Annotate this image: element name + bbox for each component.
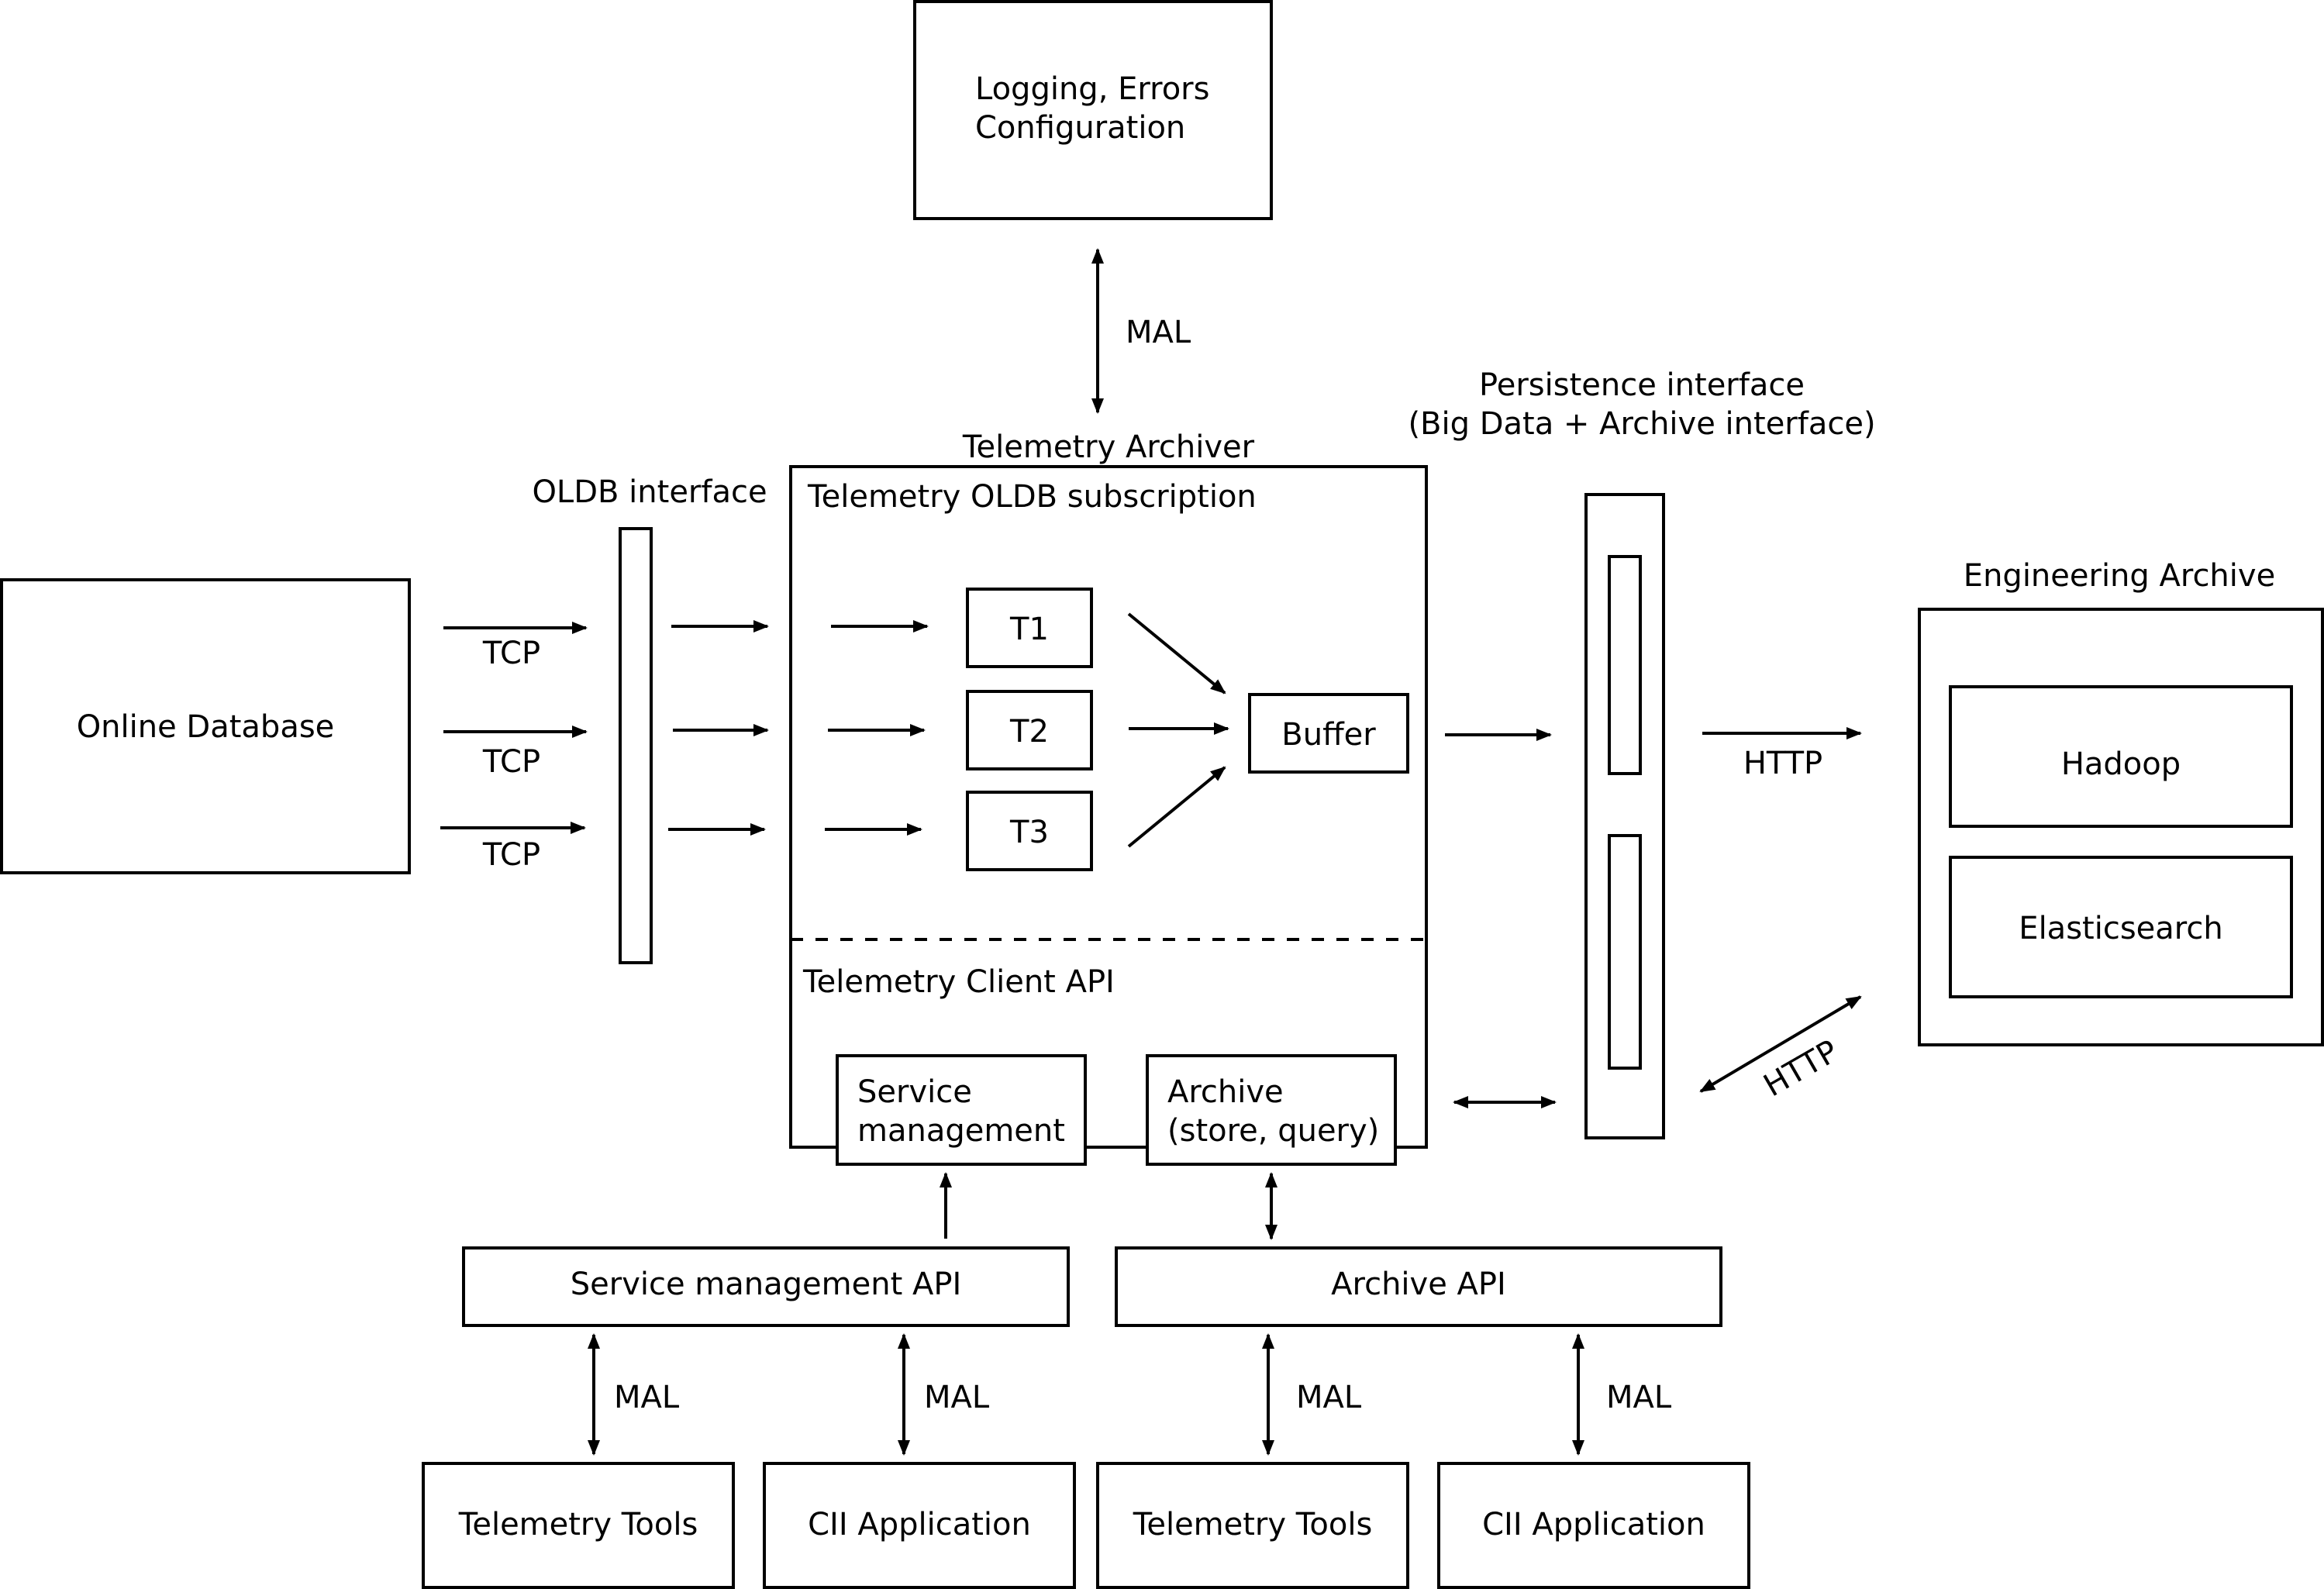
oldb-interface-label: OLDB interface	[532, 474, 767, 510]
http-label-2: HTTP	[1758, 1033, 1845, 1104]
oldb-subscription-label: Telemetry OLDB subscription	[807, 479, 1257, 515]
engineering-archive-title: Engineering Archive	[1964, 558, 2275, 594]
buffer-box	[1248, 693, 1409, 774]
buffer-arrow-1	[1127, 612, 1226, 695]
archive-store-query-line2: (store, query)	[1167, 1113, 1379, 1149]
http-arrow-return	[1699, 995, 1862, 1093]
mal-bottom-label-3: MAL	[1296, 1380, 1362, 1415]
cii-application-box-2	[1437, 1462, 1750, 1589]
thread-box-t1	[966, 588, 1093, 668]
telemetry-tools-label-2: Telemetry Tools	[1133, 1507, 1373, 1542]
persistence-inner-slot-1	[1608, 555, 1642, 775]
online-database-label: Online Database	[77, 709, 335, 745]
archive-api-label: Archive API	[1331, 1267, 1506, 1302]
telemetry-tools-box-1	[422, 1462, 735, 1589]
elasticsearch-label: Elasticsearch	[2019, 911, 2222, 946]
telemetry-tools-label-1: Telemetry Tools	[458, 1507, 698, 1542]
telemetry-archiver-title: Telemetry Archiver	[962, 429, 1255, 465]
persistence-inner-slot-2	[1608, 834, 1642, 1070]
thread-label-t1: T1	[1009, 612, 1049, 647]
oldb-interface-bar	[619, 527, 653, 964]
telemetry-archiver-box	[789, 465, 1428, 1149]
buffer-arrow-3	[1127, 766, 1226, 848]
client-api-label: Telemetry Client API	[802, 964, 1115, 1000]
service-management-api-box	[462, 1246, 1070, 1327]
service-management-line2: management	[857, 1113, 1065, 1149]
tcp-label-1: TCP	[482, 636, 540, 671]
hadoop-label: Hadoop	[2061, 746, 2181, 782]
online-database-box	[0, 578, 411, 874]
logging-label-line1: Logging, Errors	[975, 71, 1209, 107]
elasticsearch-box	[1949, 856, 2293, 998]
service-management-line1: Service	[857, 1074, 972, 1110]
buffer-label: Buffer	[1281, 717, 1376, 753]
cii-application-box-1	[763, 1462, 1076, 1589]
archive-store-query-line1: Archive	[1167, 1074, 1284, 1110]
mal-top-label: MAL	[1126, 315, 1191, 350]
http-label-1: HTTP	[1743, 746, 1822, 781]
thread-box-t2	[966, 690, 1093, 770]
mal-bottom-label-1: MAL	[614, 1380, 680, 1415]
telemetry-tools-box-2	[1096, 1462, 1409, 1589]
tcp-label-3: TCP	[482, 837, 540, 873]
persistence-label-line1: Persistence interface	[1479, 367, 1805, 403]
mal-bottom-label-4: MAL	[1606, 1380, 1672, 1415]
hadoop-box	[1949, 685, 2293, 828]
archive-api-box	[1115, 1246, 1722, 1327]
cii-application-label-2: CII Application	[1482, 1507, 1705, 1542]
mal-bottom-label-2: MAL	[924, 1380, 990, 1415]
service-management-api-label: Service management API	[571, 1267, 962, 1302]
thread-label-t3: T3	[1009, 815, 1049, 850]
logging-label-line2: Configuration	[975, 110, 1185, 146]
thread-label-t2: T2	[1009, 714, 1049, 750]
tcp-label-2: TCP	[482, 744, 540, 780]
archive-store-query-box	[1146, 1054, 1397, 1166]
service-management-box	[836, 1054, 1087, 1166]
persistence-label-line2: (Big Data + Archive interface)	[1408, 406, 1875, 442]
logging-box	[913, 0, 1273, 220]
cii-application-label-1: CII Application	[808, 1507, 1031, 1542]
thread-box-t3	[966, 791, 1093, 871]
